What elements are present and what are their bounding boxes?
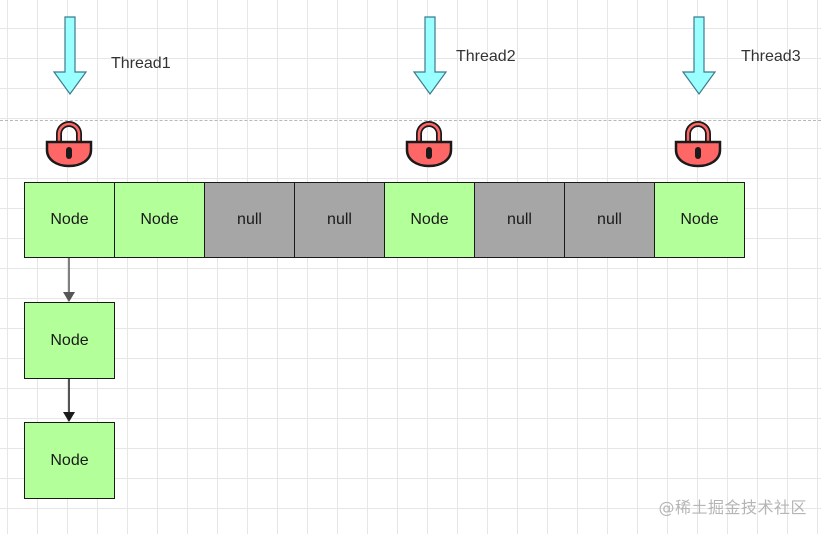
thread2-label: Thread2 [456, 48, 516, 65]
watermark-text: @稀土掘金技术社区 [658, 498, 807, 517]
lock1-padlock-icon [45, 121, 93, 168]
lock3-padlock-icon [674, 121, 722, 168]
array-cell-1: Node [114, 182, 205, 258]
array-cell-4: Node [384, 182, 475, 258]
array-cell-7: Node [654, 182, 745, 258]
thread1-label: Thread1 [111, 55, 171, 72]
array-cell-6: null [564, 182, 655, 258]
thread3-arrow-icon [681, 16, 717, 96]
array-cell-0: Node [24, 182, 115, 258]
lock2-padlock-icon [405, 121, 453, 168]
dashed-divider [0, 120, 821, 121]
array-cell-2: null [204, 182, 295, 258]
thread1-arrow-icon [52, 16, 88, 96]
chain-node-2: Node [24, 422, 115, 499]
array-cell-3: null [294, 182, 385, 258]
link-arrow-2 [63, 378, 75, 422]
chain-node-1: Node [24, 302, 115, 379]
thread2-arrow-icon [412, 16, 448, 96]
thread3-label: Thread3 [741, 48, 801, 65]
array-cell-5: null [474, 182, 565, 258]
link-arrow-1 [63, 258, 75, 302]
